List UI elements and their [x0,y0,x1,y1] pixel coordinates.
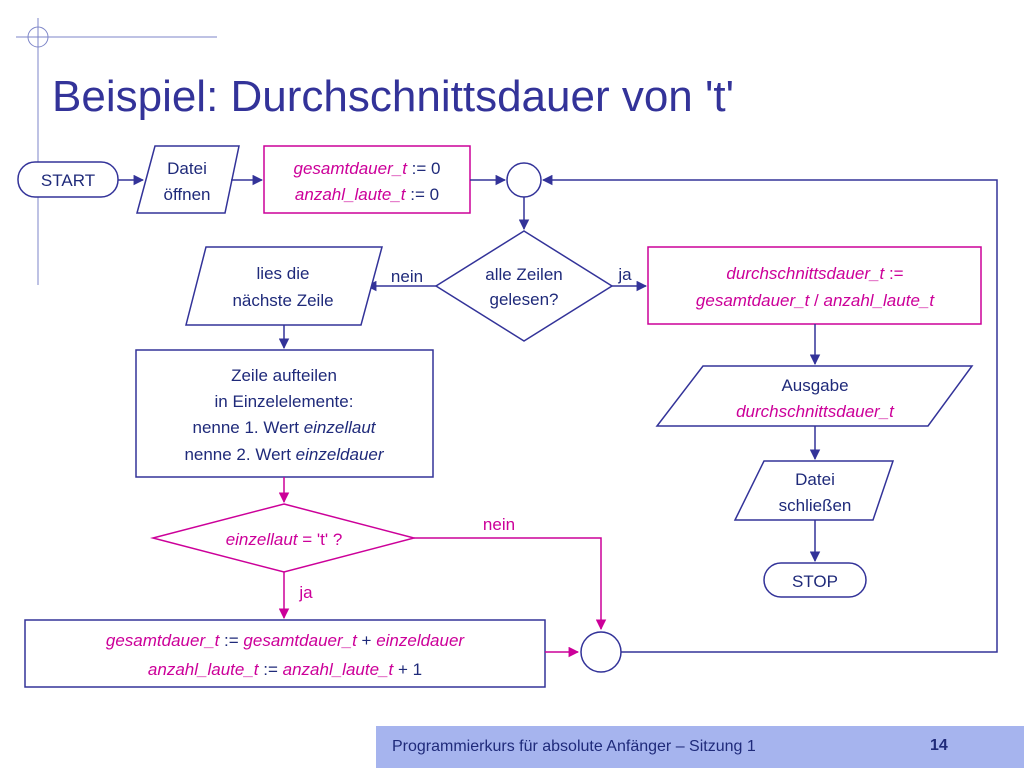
close-file-io: Datei schließen [733,460,895,521]
close-file-line2: schließen [779,496,852,515]
connector-bottom [580,631,622,673]
compute-average-process: durchschnittsdauer_t := gesamtdauer_t / … [647,246,982,325]
stop-label: STOP [792,572,838,591]
read-line1: lies die [257,264,310,283]
crosshair-decoration [16,18,217,285]
close-file-line1: Datei [795,470,835,489]
split-line3: nenne 1. Wert einzellaut [192,418,376,437]
split-line-process: Zeile aufteilen in Einzelelemente: nenne… [135,349,434,478]
decision-is-t: einzellaut = 't' ? [150,503,417,573]
read-line2: nächste Zeile [232,291,333,310]
page-number: 14 [930,737,948,754]
output-io: Ausgabe durchschnittsdauer_t [655,365,974,427]
open-file-line1: Datei [167,159,207,178]
loop-back-line [541,174,998,653]
start-label: START [41,171,95,190]
connector-top [506,162,542,198]
label-nein-2: nein [483,515,515,534]
init-line1: gesamtdauer_t := 0 [294,159,441,178]
label-ja: ja [617,265,632,284]
split-line4: nenne 2. Wert einzeldauer [184,445,384,464]
compute-line1: durchschnittsdauer_t := [726,264,903,283]
output-line2: durchschnittsdauer_t [736,402,895,421]
footer-bar [376,726,1024,768]
open-file-line2: öffnen [164,185,211,204]
read-line-io: lies die nächste Zeile [185,246,383,326]
stop-terminal: STOP [763,562,867,598]
update-line2: anzahl_laute_t := anzahl_laute_t + 1 [148,660,422,679]
decision-t-label: einzellaut = 't' ? [226,530,343,549]
footer-text: Programmierkurs für absolute Anfänger – … [392,738,756,755]
output-line1: Ausgabe [781,376,848,395]
start-terminal: START [17,161,119,198]
label-nein: nein [391,267,423,286]
init-line2: anzahl_laute_t := 0 [295,185,439,204]
arrow-decision-t-nein [414,537,607,631]
compute-line2: gesamtdauer_t / anzahl_laute_t [696,291,935,310]
open-file-io: Datei öffnen [136,145,240,214]
update-line1: gesamtdauer_t := gesamtdauer_t + einzeld… [106,631,466,650]
update-process: gesamtdauer_t := gesamtdauer_t + einzeld… [24,619,546,688]
split-line1: Zeile aufteilen [231,366,337,385]
decision-line2: gelesen? [489,290,558,309]
label-ja-2: ja [298,583,313,602]
split-line2: in Einzelelemente: [215,392,354,411]
init-process: gesamtdauer_t := 0 anzahl_laute_t := 0 [263,145,471,214]
page-title: Beispiel: Durchschnittsdauer von 't' [52,72,735,121]
decision-line1: alle Zeilen [485,265,563,284]
decision-all-read: alle Zeilen gelesen? [434,230,614,342]
